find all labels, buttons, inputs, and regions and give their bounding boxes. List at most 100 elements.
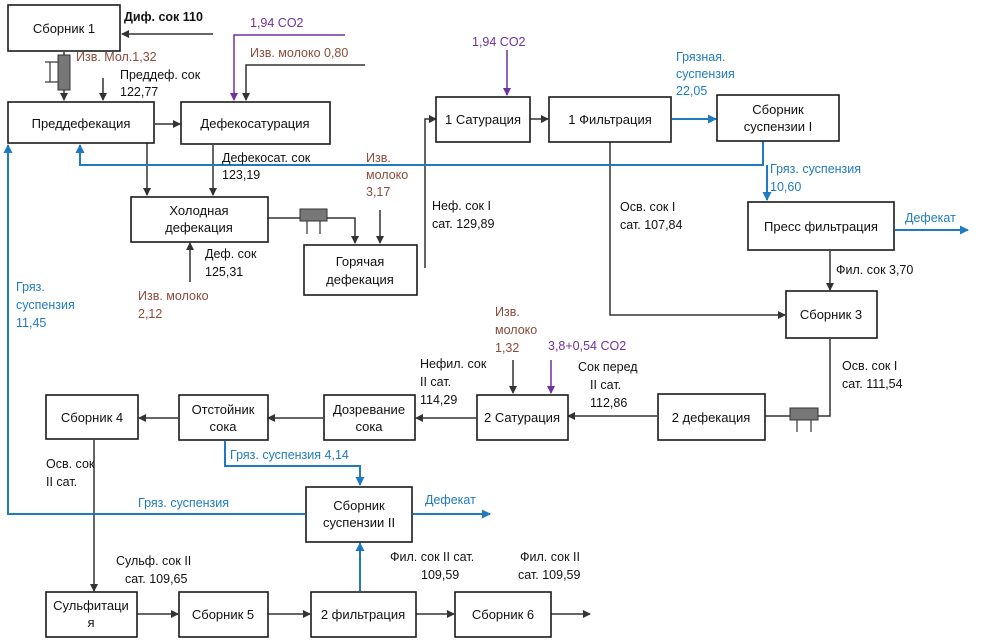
dirty-susp-2-value: 10,60 <box>770 180 801 194</box>
svg-text:2 дефекация: 2 дефекация <box>672 410 751 425</box>
dif-juice-label: Диф. сок 110 <box>124 10 203 24</box>
box-filtration-1: 1 Фильтрация <box>548 96 672 143</box>
dirty-susp-3-value: 11,45 <box>16 316 46 330</box>
box-hot-defekaciya: Горячая дефекация <box>303 244 418 296</box>
milk-lime-4-label: Изв. молоко <box>138 289 209 303</box>
milk-lime-2-label: Изв. молоко 0,80 <box>250 46 348 60</box>
sulf-juice-value: сат. 109,65 <box>125 572 187 586</box>
heat-exchanger-2 <box>299 208 328 234</box>
milk-lime-3-value: 3,17 <box>366 185 390 199</box>
svg-text:сока: сока <box>355 419 383 434</box>
box-sbornik-5: Сборник 5 <box>178 591 269 638</box>
box-saturation-1: 1 Сатурация <box>435 96 531 143</box>
dirty-susp-1-value: 22,05 <box>676 84 707 98</box>
dirty-susp-4-label: Гряз. суспензия 4,14 <box>230 448 349 462</box>
box-sbornik-6: Сборник 6 <box>454 591 552 638</box>
svg-text:дефекация: дефекация <box>165 220 233 235</box>
milk-lime-5-label: Изв. <box>495 305 520 319</box>
svg-text:Сборник 1: Сборник 1 <box>33 21 95 36</box>
svg-text:Отстойник: Отстойник <box>192 402 255 417</box>
co2-top-label: 1,94 CO2 <box>250 16 304 30</box>
sulf-juice-label: Сульф. сок II <box>116 554 191 568</box>
dirty-susp-3-label-2: суспензия <box>16 298 75 312</box>
svg-text:Пресс фильтрация: Пресс фильтрация <box>764 219 878 234</box>
defsat-juice-value: 123,19 <box>222 168 260 182</box>
svg-text:Дефекосатурация: Дефекосатурация <box>200 116 309 131</box>
svg-text:Дозревание: Дозревание <box>333 402 405 417</box>
box-sbornik-suspension-2: Сборник суспензии II <box>305 486 413 543</box>
defecate-2-label: Дефекат <box>425 493 476 507</box>
svg-text:Сборник: Сборник <box>752 102 804 117</box>
box-predefekaciya: Преддефекация <box>7 101 155 144</box>
susp-return-line <box>75 141 764 166</box>
svg-text:Сборник: Сборник <box>333 498 385 513</box>
milk-lime-2-arrow <box>242 64 365 101</box>
filt-juice-2-label: Фил. сок II сат. <box>390 550 474 564</box>
svg-text:Сборник 6: Сборник 6 <box>472 607 534 622</box>
dirty-susp-3-label: Гряз. <box>16 280 45 294</box>
svg-text:суспензии II: суспензии II <box>323 515 395 530</box>
unfil-juice-2-label: Нефил. сок <box>420 357 487 371</box>
milk-lime-5-value: 1,32 <box>495 341 519 355</box>
defecate-1-label: Дефекат <box>905 211 956 225</box>
milk-lime-4-value: 2,12 <box>138 307 162 321</box>
box-sbornik-suspension-1: Сборник суспензии I <box>716 94 840 142</box>
box-otstoynik: Отстойник сока <box>178 394 269 441</box>
dirty-susp-5-label: Гряз. суспензия <box>138 496 229 510</box>
filt-juice-2-value: 109,59 <box>421 568 459 582</box>
box-sbornik-1: Сборник 1 <box>7 4 121 52</box>
svg-text:Сборник 5: Сборник 5 <box>192 607 254 622</box>
dirty-susp-1-label: Грязная. <box>676 50 725 64</box>
box-cold-defekaciya: Холодная дефекация <box>130 196 269 243</box>
filt1-to-sb3-line <box>609 142 786 319</box>
unf-juice-1-value: сат. 129,89 <box>432 217 494 231</box>
box-press-filtration: Пресс фильтрация <box>747 201 895 251</box>
unf-juice-1-label: Неф. сок I <box>432 199 491 213</box>
svg-text:Холодная: Холодная <box>169 203 228 218</box>
clar-juice-2-label: Осв. сок I <box>842 359 897 373</box>
clar-juice-1-value: сат. 107,84 <box>620 218 682 232</box>
box-filtration-2: 2 фильтрация <box>310 591 417 638</box>
box-defekaciya-2: 2 дефекация <box>657 393 766 441</box>
co2-top-arrow <box>230 34 345 101</box>
box-sbornik-3: Сборник 3 <box>785 290 878 339</box>
box-sbornik-4: Сборник 4 <box>45 394 139 440</box>
milk-lime-3-label: Изв. <box>366 151 391 165</box>
svg-text:я: я <box>87 615 94 630</box>
box-dozrevanie: Дозревание сока <box>323 394 416 441</box>
heat-exchanger-3 <box>789 407 819 432</box>
co2-sat2-label: 3,8+0,54 CO2 <box>548 339 626 353</box>
predef-juice-label: Преддеф. сок <box>120 68 201 82</box>
svg-text:Сборник 4: Сборник 4 <box>61 410 123 425</box>
clar-juice-3-label: Осв. сок <box>46 457 95 471</box>
unfil-juice-2-value: 114,29 <box>420 393 457 407</box>
svg-text:Сульфитаци: Сульфитаци <box>53 598 129 613</box>
dirty-susp-1-label-2: суспензия <box>676 67 735 81</box>
svg-text:2 Сатурация: 2 Сатурация <box>484 410 560 425</box>
svg-text:1 Фильтрация: 1 Фильтрация <box>568 112 652 127</box>
clar-juice-3-value: II сат. <box>46 475 77 489</box>
filt-juice-3-label: Фил. сок II <box>520 550 580 564</box>
juice-before-label: Сок перед <box>578 360 638 374</box>
svg-text:Преддефекация: Преддефекация <box>32 116 131 131</box>
milk-lime-5-label-2: молоко <box>495 323 537 337</box>
svg-text:2 фильтрация: 2 фильтрация <box>321 607 405 622</box>
box-defekosaturaciya: Дефекосатурация <box>180 101 331 145</box>
predef-juice-value: 122,77 <box>120 85 158 99</box>
clar-juice-1-label: Осв. сок I <box>620 200 675 214</box>
clar-juice-2-value: сат. 111,54 <box>842 377 903 391</box>
svg-text:дефекация: дефекация <box>326 272 394 287</box>
box-saturation-2: 2 Сатурация <box>476 394 569 441</box>
svg-text:Сборник 3: Сборник 3 <box>800 307 862 322</box>
otst-to-sbs2-line <box>224 441 365 486</box>
juice-before-value: 112,86 <box>590 396 627 410</box>
filt-juice-1-label: Фил. сок 3,70 <box>836 263 913 277</box>
susp-return-2-line <box>3 144 305 515</box>
heat-exchanger-1 <box>45 54 71 91</box>
unfil-juice-2-label-2: II сат. <box>420 375 451 389</box>
sb3-to-hx-line <box>818 339 831 417</box>
def-juice-label: Деф. сок <box>205 247 257 261</box>
filt-juice-3-value: сат. 109,59 <box>518 568 580 582</box>
milk-lime-3-label-2: молоко <box>366 168 408 182</box>
